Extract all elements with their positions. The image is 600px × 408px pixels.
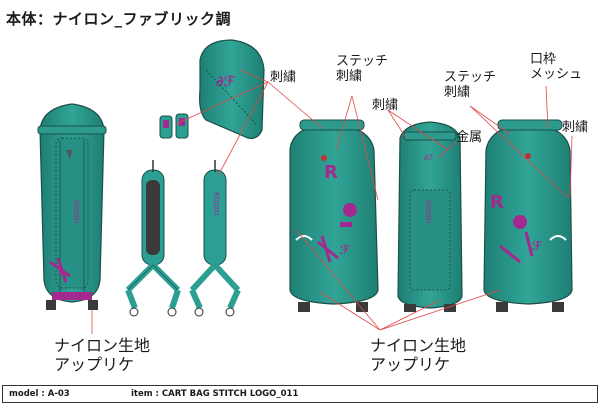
callout-shishu-3: 刺繍 [562, 120, 589, 135]
callout-kuchiwaku: 口枠 メッシュ [530, 52, 583, 82]
callout-nylon-left: ナイロン生地 アップリケ [54, 336, 151, 374]
callout-kinzoku: 金属 [456, 130, 483, 145]
footer-item: item : CART BAG STITCH LOGO_011 [131, 389, 299, 399]
callout-shishu-1: 刺繍 [270, 70, 297, 85]
bag-side-view-2: R ℱ [483, 119, 573, 312]
footer-bar: model : A-03 item : CART BAG STITCH LOGO… [2, 385, 598, 403]
svg-text:R: R [324, 162, 338, 183]
bag-side-view-1: R ℱ [289, 119, 379, 312]
callout-nylon-right: ナイロン生地 アップリケ [370, 336, 467, 374]
callout-stitch-shishu-2: ステッチ 刺繍 [444, 70, 497, 100]
bag-back-view: RODIO ∂ℱ [397, 121, 463, 312]
callout-stitch-shishu-1: ステッチ 刺繍 [336, 54, 389, 84]
leader-lines [91, 69, 573, 334]
page-title: 本体：ナイロン_ファブリック調 [6, 10, 232, 28]
svg-text:RODIO: RODIO [424, 200, 432, 224]
footer-model: model : A-03 [9, 389, 70, 399]
svg-text:∂ℱ: ∂ℱ [424, 153, 434, 162]
shoulder-strap-1 [125, 160, 181, 317]
svg-text:ℱ: ℱ [340, 243, 351, 257]
svg-text:RODIO: RODIO [212, 192, 220, 216]
svg-text:RODIO: RODIO [72, 200, 80, 224]
svg-text:∂ℱ: ∂ℱ [216, 74, 237, 90]
callout-shishu-2: 刺繍 [372, 98, 399, 113]
svg-text:ℱ: ℱ [532, 239, 543, 253]
bag-front-view: RODIO [37, 103, 107, 310]
svg-text:R: R [490, 192, 504, 213]
rain-hood: ∂ℱ [159, 39, 265, 139]
shoulder-strap-2: RODIO [189, 160, 241, 317]
